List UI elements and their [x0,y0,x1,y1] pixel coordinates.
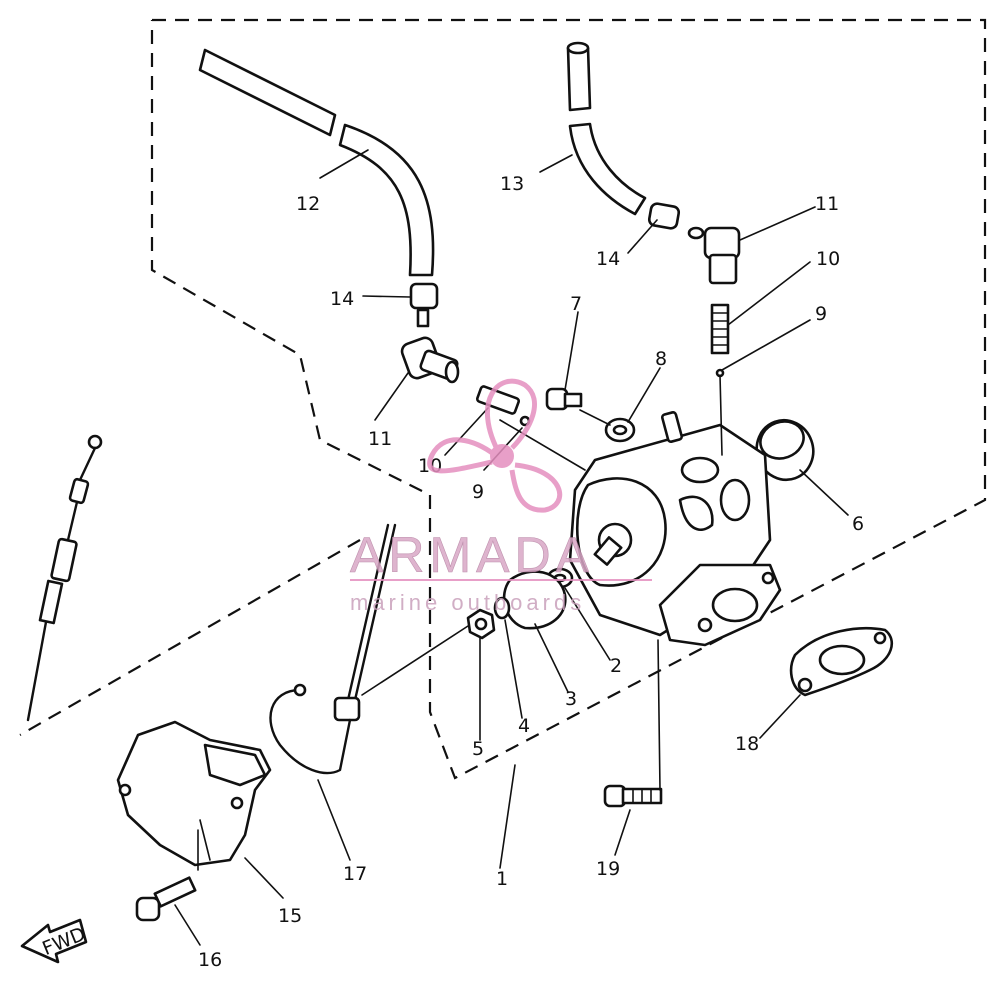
label-5: 5 [472,738,484,760]
label-2: 2 [610,655,622,677]
propeller-logo-icon [427,378,563,513]
label-14a: 14 [330,288,354,310]
label-16: 16 [198,949,222,971]
nut-5 [466,608,496,640]
label-14b: 14 [596,248,620,270]
label-9a: 9 [472,481,484,503]
bolt-16 [135,876,197,922]
fuel-pump-body-1 [568,411,782,647]
screw-7 [545,387,583,411]
armada-watermark: ARMADA marine outboards [350,378,652,615]
label-17: 17 [343,863,367,885]
hose-joint-14-left [409,282,439,328]
watermark-brand: ARMADA [350,527,594,583]
label-12: 12 [296,193,320,215]
label-7: 7 [570,293,582,315]
label-10b: 10 [816,248,840,270]
union-fitting-11-left [400,336,460,384]
label-15: 15 [278,905,302,927]
label-1: 1 [496,868,508,890]
assembly-boundary [19,18,987,780]
fuel-hose-12 [198,48,435,277]
pump-cover-15 [116,720,272,867]
part-number-labels: 12 13 14 14 11 11 10 10 9 9 7 8 6 2 3 4 … [198,173,864,971]
link-rod-17 [269,523,397,775]
label-18: 18 [735,733,759,755]
bolt-19 [603,784,663,808]
label-8: 8 [655,348,667,370]
spring-washer-4 [493,596,511,620]
label-11a: 11 [368,428,392,450]
throttle-cable [26,434,103,722]
oil-seal-6 [755,418,815,482]
watermark-tagline: marine outboards [350,590,585,615]
check-valve-spring-10-right [710,303,730,355]
label-11b: 11 [815,193,839,215]
fuel-hose-13 [566,41,647,216]
label-13: 13 [500,173,524,195]
union-fitting-11-right [687,226,741,285]
label-3: 3 [565,688,577,710]
label-9b: 9 [815,303,827,325]
label-4: 4 [518,715,530,737]
gasket-18 [789,627,894,697]
washer-8 [604,417,636,443]
hose-joint-14-right [647,202,681,230]
check-valve-spring-10-left [476,385,520,415]
label-6: 6 [852,513,864,535]
label-19: 19 [596,858,620,880]
fwd-arrow-icon: FWD [20,918,89,964]
